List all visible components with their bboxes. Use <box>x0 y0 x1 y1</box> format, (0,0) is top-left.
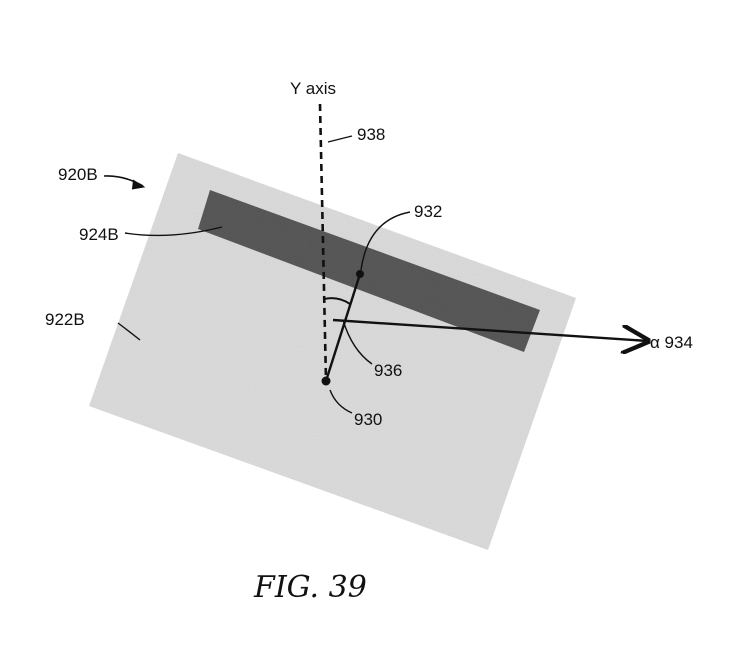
label-y-axis: Y axis <box>290 79 336 98</box>
label-922b: 922B <box>45 310 85 329</box>
label-924b: 924B <box>79 225 119 244</box>
label-938: 938 <box>357 125 385 144</box>
label-920b: 920B <box>58 165 98 184</box>
point-932 <box>356 270 364 278</box>
label-936: 936 <box>374 361 402 380</box>
label-932: 932 <box>414 202 442 221</box>
leader-938 <box>328 136 352 142</box>
point-930 <box>322 377 331 386</box>
label-930: 930 <box>354 410 382 429</box>
figure-caption: FIG. 39 <box>253 570 367 605</box>
label-alpha-934: α 934 <box>650 333 693 352</box>
leader-920b-arrowhead <box>132 180 144 189</box>
card-922b <box>89 153 576 550</box>
